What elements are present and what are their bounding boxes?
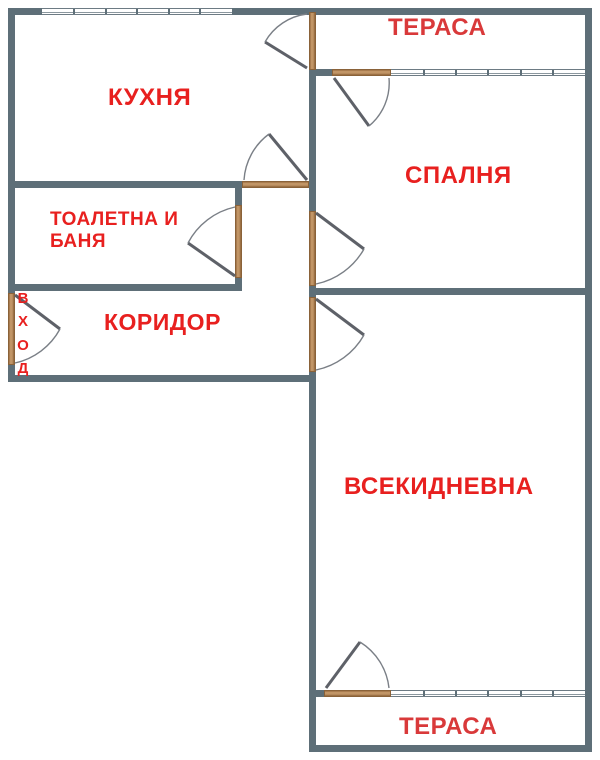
window-mullion bbox=[136, 9, 138, 14]
bathroom-door-swing bbox=[180, 205, 236, 278]
window-mullion bbox=[423, 70, 425, 75]
wall-bottom-outer bbox=[309, 745, 592, 752]
room-label-terrace-bottom: ТЕРАСА bbox=[399, 713, 498, 740]
window-mullion bbox=[487, 70, 489, 75]
room-label-corridor: КОРИДОР bbox=[104, 309, 221, 335]
room-label-bedroom: СПАЛНЯ bbox=[405, 162, 512, 189]
wall-bedroom-living-divider bbox=[309, 288, 592, 295]
window-mullion bbox=[487, 691, 489, 696]
entrance-letter: В bbox=[17, 290, 29, 307]
living-terrace-door-swing bbox=[324, 638, 391, 690]
entrance-door-swing bbox=[14, 293, 70, 365]
wall-kitchen-bottom-left bbox=[8, 181, 242, 188]
terrace-bedroom-door-panel[interactable] bbox=[332, 69, 391, 76]
kitchen-corridor-door-swing bbox=[242, 130, 309, 181]
window-mullion bbox=[552, 70, 554, 75]
window-mullion bbox=[105, 9, 107, 14]
bedroom-window bbox=[391, 69, 585, 76]
bathroom-door-panel[interactable] bbox=[235, 205, 242, 278]
wall-top-terrace bbox=[309, 8, 592, 15]
room-label-living: ВСЕКИДНЕВНА bbox=[344, 473, 534, 500]
kitchen-terrace-door-swing bbox=[258, 12, 309, 70]
window-mullion bbox=[520, 70, 522, 75]
wall-living-terrace-left bbox=[309, 690, 324, 697]
living-terrace-door-panel[interactable] bbox=[324, 690, 391, 697]
wall-right-outer bbox=[585, 8, 592, 752]
kitchen-terrace-door-panel[interactable] bbox=[309, 12, 316, 70]
window-mullion bbox=[455, 70, 457, 75]
entrance-letter: О bbox=[17, 336, 29, 354]
wall-terrace-bedroom-right bbox=[585, 69, 592, 76]
wall-top-kitchen-right bbox=[232, 8, 316, 15]
room-label-kitchen: КУХНЯ bbox=[108, 84, 192, 111]
wall-top-kitchen-left bbox=[8, 8, 42, 15]
window-mullion bbox=[73, 9, 75, 14]
terrace-bottom-window bbox=[391, 690, 585, 697]
wall-terrace-bedroom-left bbox=[309, 69, 332, 76]
window-mullion bbox=[168, 9, 170, 14]
wall-left-outer bbox=[8, 8, 15, 382]
entrance-letter: Д bbox=[17, 359, 29, 377]
window-mullion bbox=[520, 691, 522, 696]
window-mullion bbox=[199, 9, 201, 14]
corridor-living-door-panel[interactable] bbox=[309, 297, 316, 372]
wall-living-left bbox=[309, 375, 316, 752]
entrance-door-panel[interactable] bbox=[8, 293, 15, 365]
entrance-letter: Х bbox=[17, 313, 28, 331]
kitchen-corridor-door-panel[interactable] bbox=[242, 181, 309, 188]
kitchen-window bbox=[42, 8, 232, 15]
corridor-bedroom-door-swing bbox=[315, 211, 373, 286]
room-label-terrace-top: ТЕРАСА bbox=[388, 14, 487, 41]
wall-bathroom-bottom bbox=[8, 284, 242, 291]
corridor-bedroom-door-panel[interactable] bbox=[309, 211, 316, 286]
wall-middle-vertical bbox=[309, 8, 316, 382]
window-mullion bbox=[552, 691, 554, 696]
entrance-label: В Х О Д bbox=[14, 287, 32, 380]
window-mullion bbox=[455, 691, 457, 696]
corridor-living-door-swing bbox=[315, 297, 373, 372]
window-mullion bbox=[423, 691, 425, 696]
terrace-bedroom-door-swing bbox=[332, 76, 391, 129]
room-label-bathroom: ТОАЛЕТНА И БАНЯ bbox=[50, 209, 179, 253]
wall-corridor-bottom bbox=[8, 375, 316, 382]
